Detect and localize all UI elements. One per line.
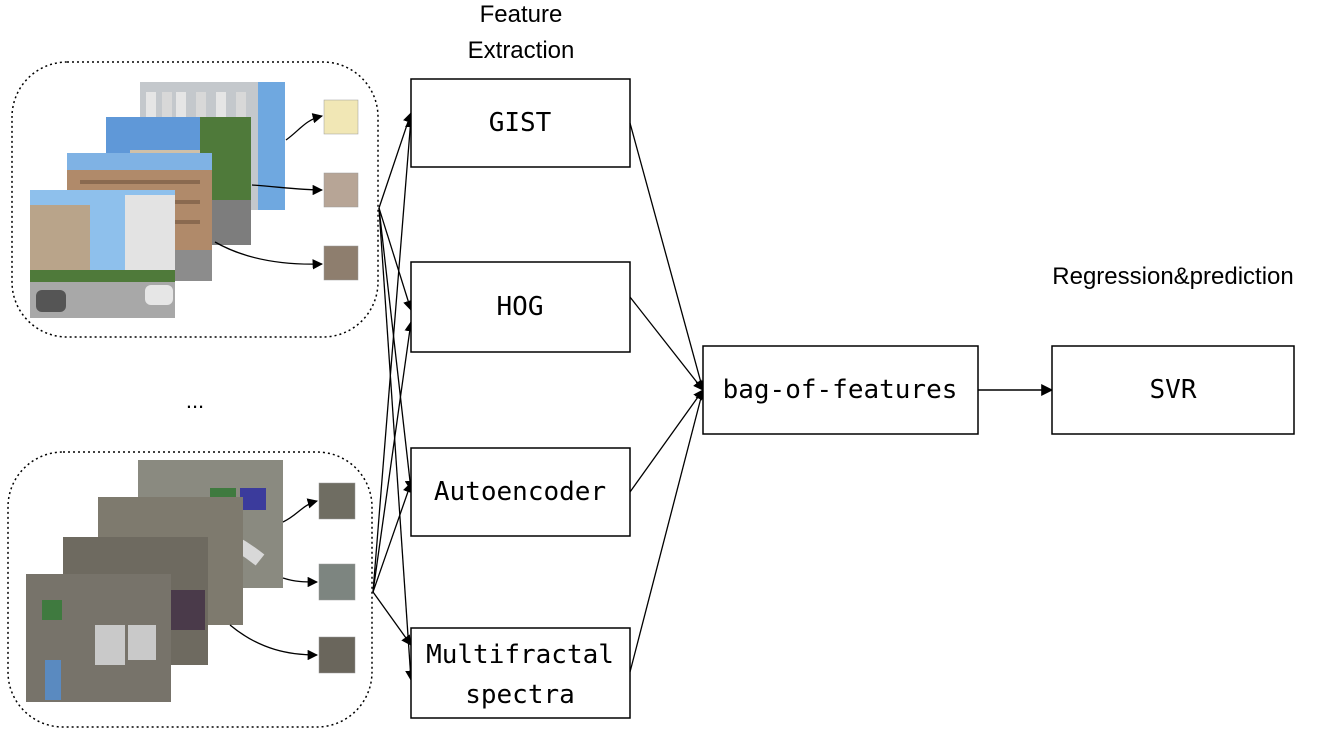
satellite-photo-1	[26, 574, 171, 702]
feature-to-aggregate-connectors	[629, 122, 706, 673]
satellite-patch-1	[318, 482, 356, 520]
satellite-group-border	[7, 451, 373, 728]
connector-street-gist	[378, 112, 413, 209]
feature-box-multifractal: Multifractal spectra	[410, 627, 631, 719]
street-photo-1	[30, 190, 175, 318]
feature-box-multifractal-label-line1: Multifractal	[426, 640, 614, 670]
feature-extraction-heading-line1: Feature	[480, 1, 563, 28]
connector-satellite-gist	[372, 116, 416, 593]
feature-box-hog: HOG	[410, 261, 631, 353]
svr-box: SVR	[1051, 345, 1295, 435]
street-patch-3	[323, 245, 359, 281]
connector-satellite-autoencoder	[372, 482, 413, 593]
street-view-group	[11, 61, 379, 338]
bag-of-features-box: bag-of-features	[702, 345, 979, 435]
feature-box-multifractal-label-line2: spectra	[465, 680, 575, 710]
connector-street-autoencoder	[378, 207, 416, 492]
connector-street-multifractal	[378, 207, 416, 682]
street-patch-arrow-2	[251, 184, 324, 196]
satellite-patch-arrow-2	[282, 576, 319, 588]
street-patch-arrow-1	[285, 113, 324, 141]
satellite-patch-arrow-3	[229, 624, 319, 661]
connector-satellite-hog	[372, 320, 415, 593]
satellite-patch-3	[318, 636, 356, 674]
group-to-feature-connectors	[372, 112, 416, 682]
connector-multifractal-bof	[629, 388, 706, 673]
satellite-patch-2	[318, 563, 356, 601]
ellipsis: ...	[186, 388, 204, 413]
regression-heading: Regression&prediction	[1052, 263, 1293, 290]
feature-extraction-heading-line2: Extraction	[468, 37, 575, 64]
feature-box-gist-label: GIST	[489, 108, 552, 138]
feature-box-autoencoder-label: Autoencoder	[434, 477, 606, 507]
feature-box-autoencoder: Autoencoder	[410, 447, 631, 537]
street-patch-1	[323, 99, 359, 135]
svr-label: SVR	[1150, 375, 1197, 405]
connector-hog-bof	[629, 296, 704, 391]
satellite-group	[7, 451, 373, 728]
street-patch-2	[323, 172, 359, 208]
bag-of-features-label: bag-of-features	[723, 375, 958, 405]
satellite-patch-arrow-1	[282, 498, 319, 523]
feature-box-gist: GIST	[410, 78, 631, 168]
connector-street-hog	[378, 207, 414, 311]
feature-box-hog-label: HOG	[497, 292, 544, 322]
connector-autoencoder-bof	[629, 389, 704, 493]
street-view-group-border	[11, 61, 379, 338]
street-patch-arrow-3	[214, 241, 324, 270]
connector-satellite-multifractal	[372, 591, 412, 646]
connector-gist-bof	[629, 122, 706, 392]
